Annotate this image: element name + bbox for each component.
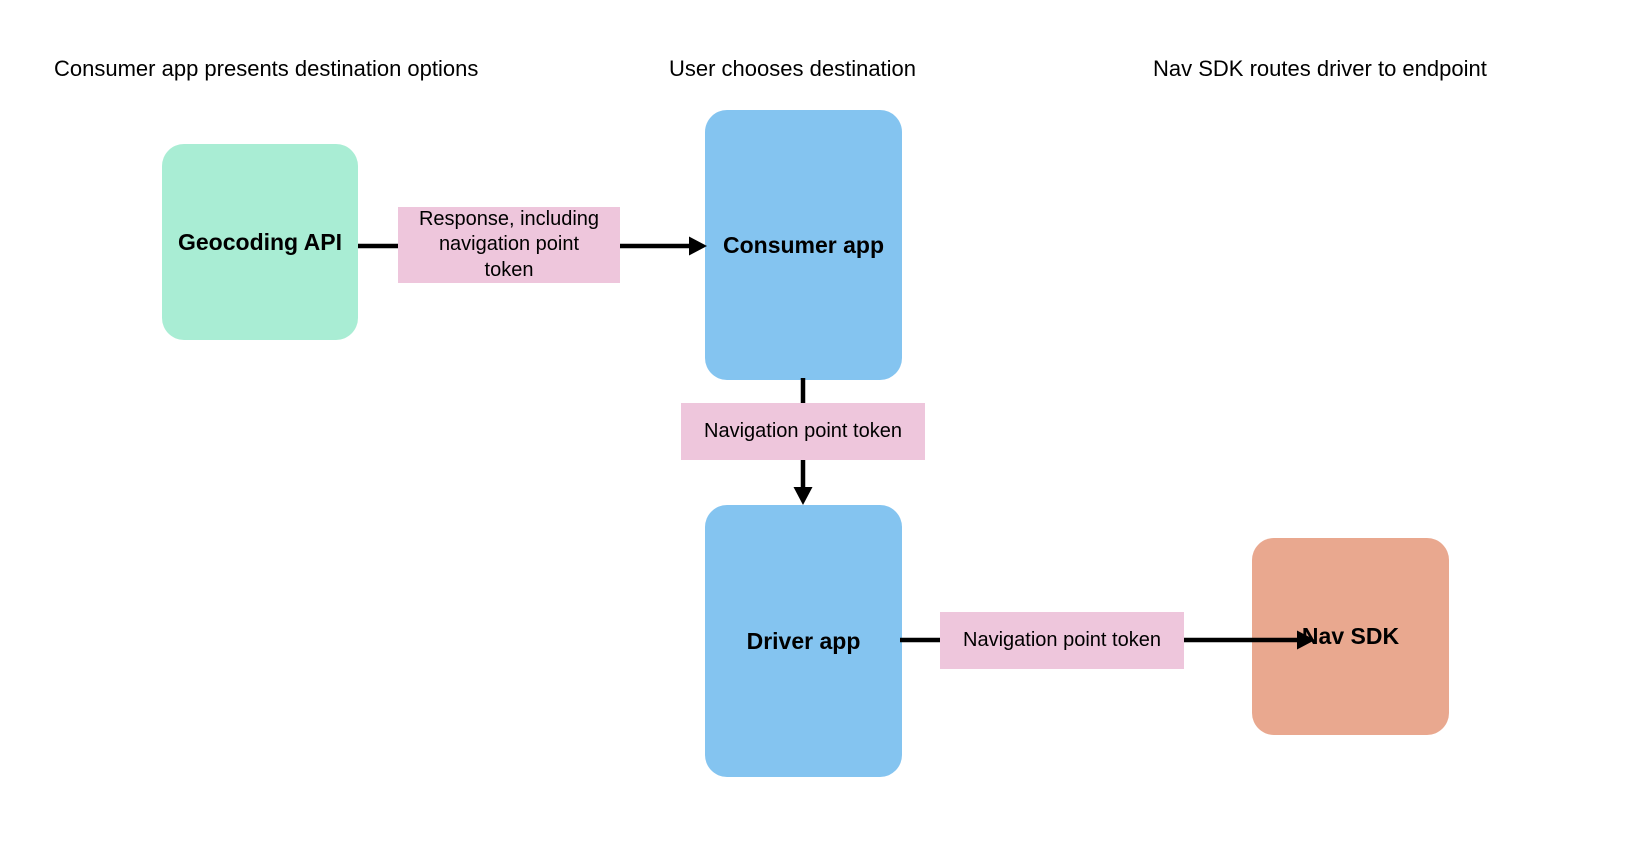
edge-label-line-2: navigation point	[438, 233, 580, 256]
node-geocoding-api-label: Geocoding API	[178, 228, 342, 255]
column-header-user-chooses: User chooses destination	[669, 56, 917, 81]
edge-label-geocoding-to-consumer: Response, including navigation point tok…	[398, 207, 620, 283]
column-header-nav-routes: Nav SDK routes driver to endpoint	[1153, 56, 1487, 81]
node-geocoding-api[interactable]: Geocoding API	[162, 144, 358, 340]
edge-label-consumer-to-driver: Navigation point token	[681, 403, 925, 460]
column-header-consumer-options: Consumer app presents destination option…	[54, 56, 479, 81]
node-driver-app-label: Driver app	[746, 627, 861, 654]
edge-label-line-3: token	[484, 258, 534, 281]
node-nav-sdk-label: Nav SDK	[1301, 623, 1400, 649]
node-consumer-app-label: Consumer app	[722, 231, 885, 258]
edge-label-line-1: Navigation point token	[963, 628, 1161, 651]
node-nav-sdk[interactable]: Nav SDK	[1252, 538, 1449, 735]
edge-label-line-1: Response, including	[418, 207, 600, 230]
edge-label-driver-to-navsdk: Navigation point token	[940, 612, 1184, 669]
node-driver-app[interactable]: Driver app	[705, 505, 902, 777]
node-consumer-app[interactable]: Consumer app	[705, 110, 902, 380]
edge-label-line-1: Navigation point token	[704, 419, 902, 442]
